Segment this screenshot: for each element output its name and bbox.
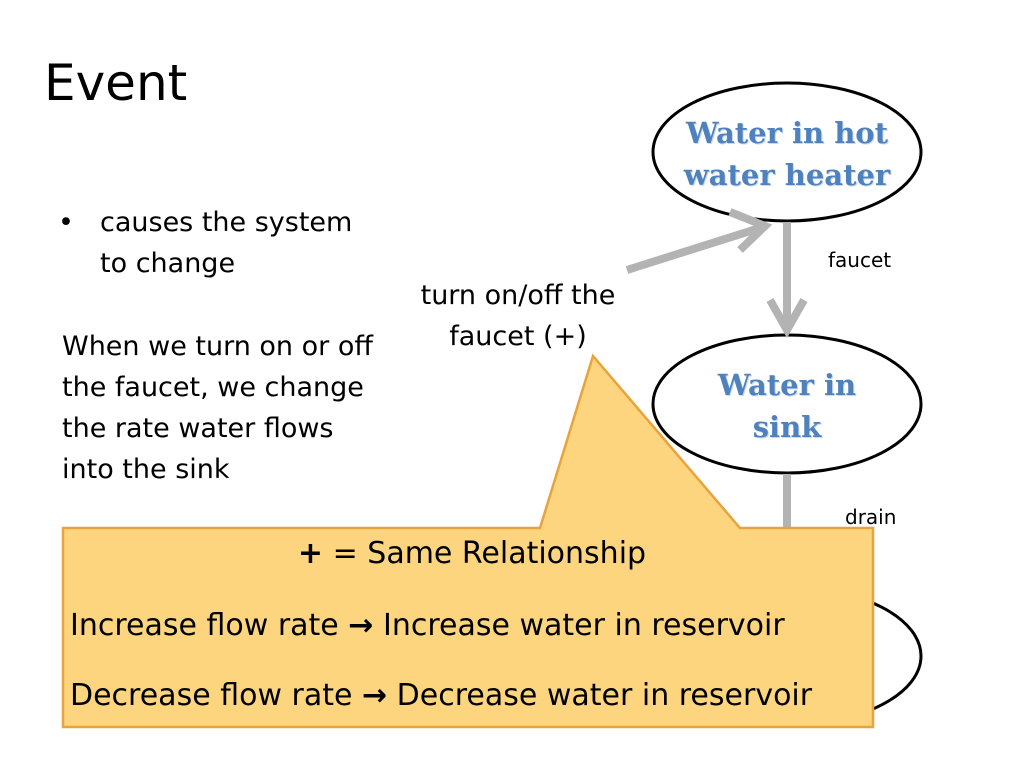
drain-label: drain bbox=[845, 505, 897, 529]
increase-line: Increase flow rate → Increase water in r… bbox=[70, 608, 785, 643]
explanation-paragraph: When we turn on or off the faucet, we ch… bbox=[62, 331, 373, 485]
node-hot-water-heater-label: Water in hot water heater bbox=[683, 116, 891, 192]
bullet-text: causes the system to change bbox=[100, 207, 353, 279]
relationship-text: = Same Relationship bbox=[323, 536, 647, 571]
relationship-line: + = Same Relationship bbox=[62, 536, 882, 571]
node-sink-label: Water in sink bbox=[717, 368, 857, 444]
right-arrow-icon: → bbox=[362, 678, 388, 713]
bullet-point: • causes the system to change bbox=[58, 202, 382, 284]
trigger-label: turn on/off the faucet (+) bbox=[420, 280, 616, 352]
callout-box bbox=[61, 353, 875, 729]
faucet-arrowhead bbox=[766, 298, 808, 339]
page-title: Event bbox=[44, 54, 188, 112]
bullet-symbol: • bbox=[58, 207, 74, 238]
node-hot-water-heater bbox=[651, 81, 923, 223]
decrease-line: Decrease flow rate → Decrease water in r… bbox=[70, 678, 812, 713]
increase-left: Increase flow rate bbox=[70, 608, 349, 643]
plus-sign: + bbox=[297, 536, 324, 571]
trigger-arrow bbox=[625, 223, 765, 274]
decrease-right: Decrease water in reservoir bbox=[387, 678, 813, 713]
trigger-arrowhead bbox=[728, 208, 773, 253]
increase-right: Increase water in reservoir bbox=[373, 608, 785, 643]
faucet-label: faucet bbox=[828, 248, 892, 272]
decrease-left: Decrease flow rate bbox=[70, 678, 362, 713]
right-arrow-icon: → bbox=[348, 608, 374, 643]
